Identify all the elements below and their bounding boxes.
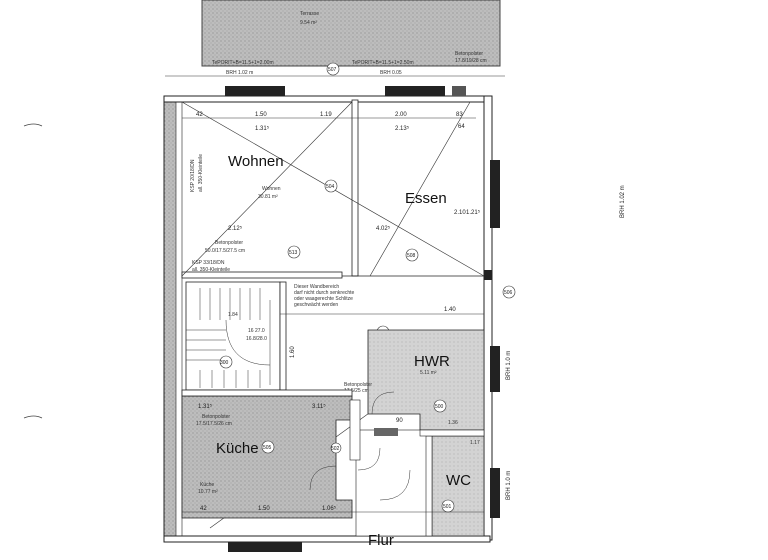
dim-150b: 1.50	[258, 506, 270, 512]
dim-131b: 1.31⁵	[198, 403, 213, 410]
dim-117: 1.17	[470, 440, 480, 446]
dim-131: 1.31⁵	[255, 125, 270, 132]
ksp-top2: all. 350-Kleinteile	[198, 154, 204, 192]
room-flur: Flur	[368, 532, 394, 549]
terrace-area: 9.54 m²	[300, 20, 317, 26]
marker-508: 508	[407, 253, 416, 259]
note-stair3: oder waagerechte Schlitze	[294, 296, 353, 302]
room-kueche: Küche	[216, 440, 259, 457]
ksp-mid2: all. 350-Kleinteile	[192, 267, 230, 273]
bottom-wall	[163, 535, 491, 543]
room-wc: WC	[446, 472, 471, 489]
note-stair2: darf nicht durch senkrechte	[294, 290, 355, 296]
hwr-area: 5.11 m²	[420, 370, 437, 376]
note-stair4: geschwächt werden	[294, 302, 338, 308]
marker-504: 504	[326, 184, 335, 190]
dim-212: 2.12⁵	[228, 225, 243, 232]
marker-502: 502	[331, 446, 340, 452]
marker-506: 506	[504, 290, 513, 296]
marker-513: 513	[289, 250, 298, 256]
margin-mark-bottom	[23, 415, 43, 419]
wohnen-essen-wall	[351, 99, 359, 277]
ring-beam-right: TePORIT+B=11.5+1=2.50m	[352, 60, 414, 66]
dim-83: 83	[456, 112, 463, 118]
beton-mid: Betonpolster	[215, 240, 243, 246]
room-hwr: HWR	[414, 353, 450, 370]
ksp-mid: KSP 33/18/DN	[192, 260, 225, 266]
stair-treads	[186, 288, 271, 388]
brh-top-left: BRH 1.02 m	[226, 70, 253, 76]
brh-r3: BRH 1.0 m	[506, 471, 512, 500]
stair-spec: 16 27.0	[248, 328, 265, 334]
ring-beam-left: TePORIT+B=11.5+1=2.00m	[212, 60, 274, 66]
dim-119: 1.19	[320, 112, 332, 118]
wohnen-area: 30.81 m²	[258, 194, 278, 200]
dim-106: 1.06⁵	[322, 505, 337, 512]
kueche-small: Küche	[200, 482, 214, 488]
dim-184: 1.84	[228, 312, 238, 318]
kueche-area: 10.77 m²	[198, 489, 218, 495]
hwr-room	[367, 329, 485, 431]
beton-hwr-val: 17.5/25 cm	[344, 388, 369, 394]
dim-42b: 42	[200, 506, 207, 512]
stair	[185, 281, 281, 391]
beton-low-val: 17.5/17.5/26 cm	[196, 421, 232, 427]
top-wall	[163, 95, 491, 103]
dim-140: 1.40	[444, 307, 456, 313]
room-essen: Essen	[405, 190, 447, 207]
dim-90: 90	[396, 418, 403, 424]
beton-top-right-val: 17.8/19/28 cm	[455, 58, 487, 64]
dim-210: 2.10	[454, 210, 466, 216]
marker-500: 500	[435, 404, 444, 410]
dim-160: 1.60	[290, 346, 296, 358]
beton-hwr: Betonpolster	[344, 382, 372, 388]
flur-room	[355, 429, 433, 537]
brh-r2: BRH 1.0 m	[506, 351, 512, 380]
dim-311: 3.11⁵	[312, 403, 326, 410]
dim-42a: 42	[196, 112, 203, 118]
brh-top-right: BRH 0.05	[380, 70, 402, 76]
dim-213: 2.13⁵	[395, 125, 410, 132]
marker-507: 507	[328, 67, 337, 73]
beton-mid-val: 50.0/17.5/27.5 cm	[205, 248, 245, 254]
room-wohnen: Wohnen	[228, 153, 284, 170]
ksp-top: KSP 20/18/DN	[190, 159, 196, 192]
dim-150: 1.50	[255, 112, 267, 118]
wc-room	[431, 435, 485, 537]
dim-136: 1.36	[448, 420, 458, 426]
marker-505: 505	[263, 445, 272, 451]
marker-300: 300	[220, 360, 229, 366]
beton-top-right: Betonpolster	[455, 51, 483, 57]
stair-spec2: 16.8/28.0	[246, 336, 267, 342]
terrace	[201, 0, 501, 67]
brh-r1: BRH 1.02 m	[620, 185, 626, 218]
dim-200: 2.00	[395, 112, 407, 118]
wohnen-small: Wohnen	[262, 186, 281, 192]
marker-501: 501	[443, 504, 452, 510]
note-stair: Dieser Wandbereich	[294, 284, 339, 290]
terrace-label: Terrasse	[300, 11, 319, 17]
dim-402: 4.02⁵	[376, 225, 391, 232]
dim-121: 1.21⁵	[466, 209, 481, 216]
beton-low: Betonpolster	[202, 414, 230, 420]
margin-mark-top	[23, 123, 43, 127]
dim-64: 64	[458, 124, 465, 130]
